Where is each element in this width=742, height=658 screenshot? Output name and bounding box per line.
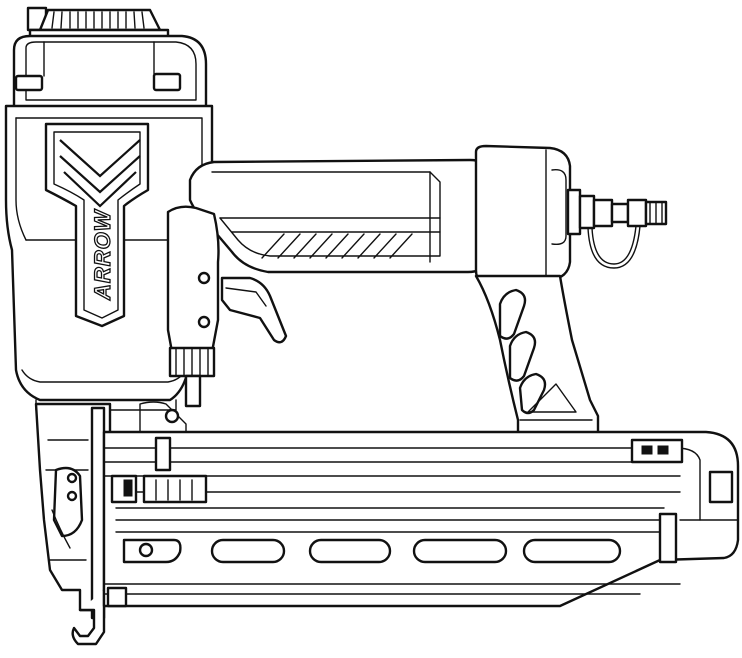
magazine xyxy=(102,430,740,608)
cap-ridges xyxy=(51,11,145,29)
front-latch xyxy=(106,538,182,608)
handle xyxy=(188,144,572,282)
trigger-assembly xyxy=(166,205,288,408)
logo-text: ARROW xyxy=(90,208,115,301)
magazine-slots xyxy=(210,538,622,564)
grip-texture xyxy=(261,233,413,259)
brand-logo: ARROW xyxy=(44,122,150,328)
nose-assembly xyxy=(34,401,187,646)
rear-grip xyxy=(474,274,600,440)
air-fitting xyxy=(566,188,668,269)
pusher-latch xyxy=(110,436,208,504)
